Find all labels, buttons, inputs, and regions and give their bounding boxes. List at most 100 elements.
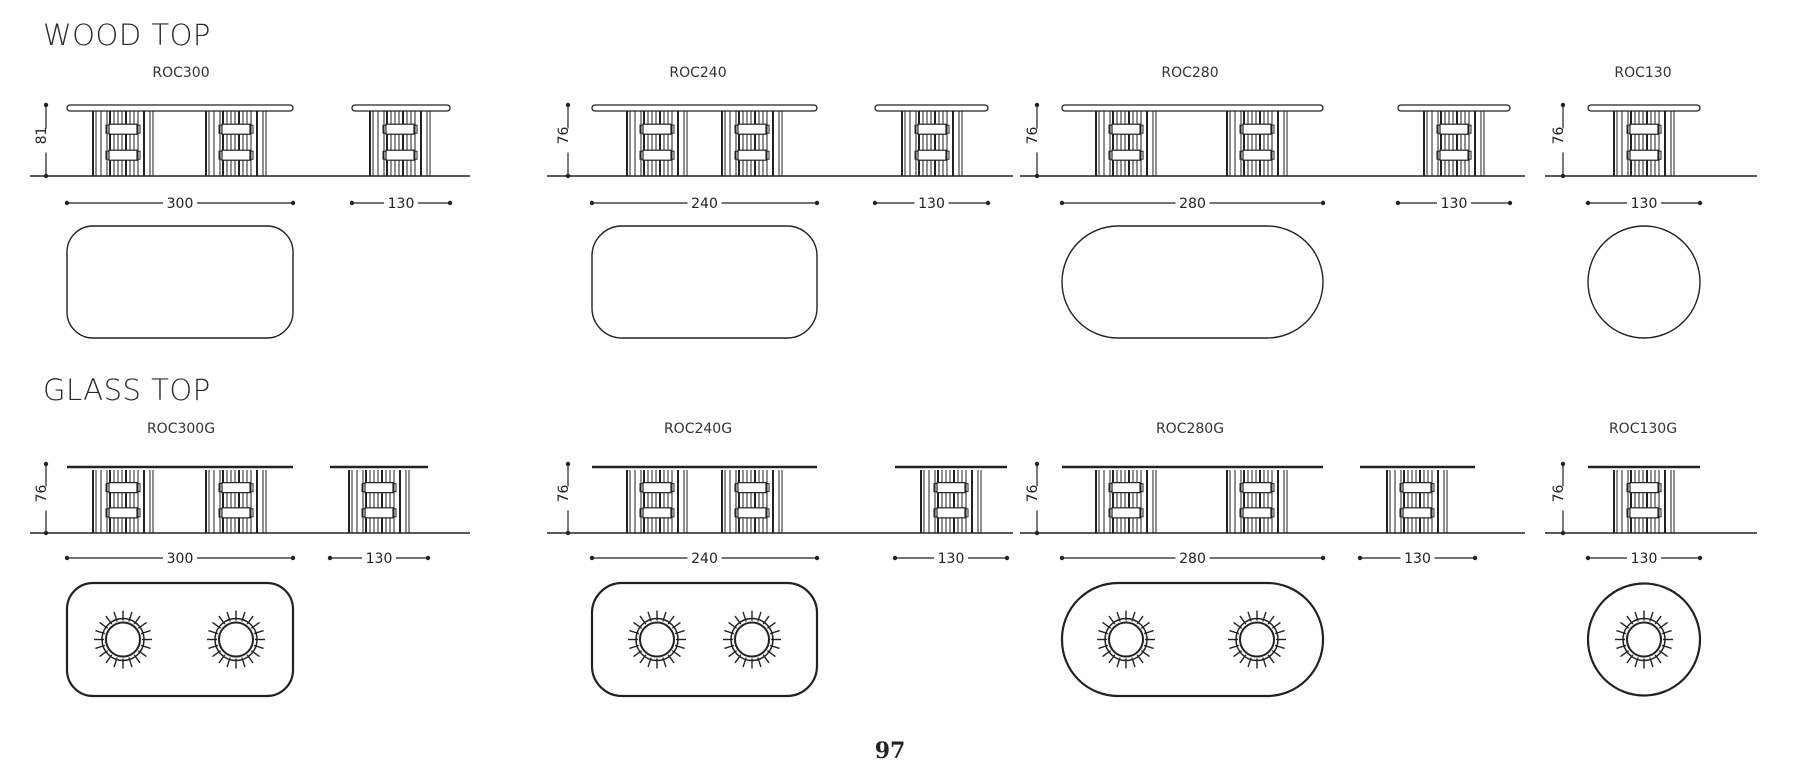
dimension-label: 130 xyxy=(918,196,945,212)
plan-view-round xyxy=(1586,582,1702,697)
pedestal-bracket xyxy=(642,507,672,519)
pedestal-bracket-end xyxy=(136,150,141,160)
model-code: ROC240 xyxy=(669,65,726,81)
base-spike xyxy=(633,650,643,658)
base-spike xyxy=(724,629,735,635)
pedestal-bracket xyxy=(108,123,138,135)
height-dimension: 76 xyxy=(1025,102,1046,179)
pedestal-bracket-end xyxy=(639,508,644,518)
dimension-label: 300 xyxy=(167,196,194,212)
pedestal-bracket xyxy=(1242,482,1272,494)
base-spike xyxy=(1102,621,1112,629)
dimension-label: 76 xyxy=(556,485,572,503)
width-dimension: 130 xyxy=(892,549,1010,567)
base-outer-ring xyxy=(1104,617,1148,662)
pedestal-bracket-end xyxy=(1239,483,1244,493)
pedestal-bracket-end xyxy=(361,483,366,493)
dimension-end-dot xyxy=(425,555,431,561)
dimension-label-gap xyxy=(1175,549,1210,567)
pedestal-bracket xyxy=(642,149,672,161)
base-spike xyxy=(1116,657,1121,668)
base-spike xyxy=(133,654,141,664)
pedestal-bracket-end xyxy=(249,508,254,518)
base-outer-ring xyxy=(214,617,258,662)
front-elevation xyxy=(67,465,293,533)
model-code: ROC280 xyxy=(1161,65,1218,81)
dimension-end-dot xyxy=(1507,200,1513,206)
front-elevation xyxy=(1062,465,1323,533)
width-dimension: 280 xyxy=(1059,194,1326,212)
base-spike xyxy=(246,654,254,664)
plan-view-rounded-rectangle xyxy=(590,581,819,698)
dimension-end-dot xyxy=(814,200,820,206)
section-title: GLASS TOP xyxy=(43,373,211,407)
base-spike xyxy=(629,644,640,650)
dimension-end-dot xyxy=(1560,461,1566,467)
base-spike xyxy=(128,657,133,668)
wood-tabletop xyxy=(1587,104,1701,112)
pedestal-bracket-end xyxy=(249,124,254,134)
dimension-end-dot xyxy=(290,200,296,206)
dimension-end-dot xyxy=(43,461,49,467)
pedestal-bracket xyxy=(1111,149,1141,161)
pedestal-bracket-end xyxy=(1626,124,1631,134)
pedestal-base xyxy=(348,470,410,533)
pedestal-bracket-end xyxy=(639,483,644,493)
width-dimension: 130 xyxy=(327,549,431,567)
base-spike xyxy=(724,644,735,650)
dimension-label: 130 xyxy=(366,551,393,567)
dimension-label-gap xyxy=(934,549,968,567)
pedestal-bracket-end xyxy=(136,124,141,134)
pedestal-bracket-end xyxy=(765,508,770,518)
pedestal-bracket xyxy=(1402,482,1432,494)
base-spike xyxy=(1658,621,1668,629)
pedestal-bracket xyxy=(221,482,251,494)
model-code: ROC240G xyxy=(664,421,732,437)
pedestal-bracket-end xyxy=(945,124,950,134)
dimension-end-dot xyxy=(565,461,571,467)
width-dimension: 240 xyxy=(589,194,820,212)
base-spike xyxy=(246,615,254,625)
width-dimension: 130 xyxy=(1395,194,1513,212)
pedestal-bracket xyxy=(1629,149,1659,161)
pedestal-bracket-end xyxy=(136,483,141,493)
tabletop-outline xyxy=(591,225,818,339)
height-dimension: 76 xyxy=(34,461,55,536)
base-spike xyxy=(671,621,681,629)
base-spike xyxy=(250,621,260,629)
base-spike xyxy=(1136,654,1144,664)
base-spike xyxy=(1262,611,1267,622)
pedestal-bracket-end xyxy=(382,124,387,134)
base-spike xyxy=(226,657,231,668)
model-code: ROC300G xyxy=(147,421,215,437)
plan-view-rounded-rectangle xyxy=(65,581,295,698)
dimension-label-gap xyxy=(1400,549,1435,567)
base-spike xyxy=(1108,654,1116,664)
dimension-label: 81 xyxy=(34,127,50,145)
dimension-label: 130 xyxy=(388,196,415,212)
base-spike xyxy=(208,644,219,650)
pedestal-base xyxy=(626,470,688,533)
base-plan-star-icon xyxy=(1097,610,1155,669)
base-spike xyxy=(1626,615,1634,625)
tabletop-outline xyxy=(66,225,294,339)
base-spike xyxy=(1131,611,1136,622)
base-spike xyxy=(769,644,780,650)
base-spike xyxy=(218,654,226,664)
page-number: 97 xyxy=(875,738,906,760)
pedestal-bracket-end xyxy=(1239,508,1244,518)
dimension-end-dot xyxy=(1697,200,1703,206)
base-spike xyxy=(113,657,118,668)
dimension-end-dot xyxy=(1560,102,1566,108)
base-spike xyxy=(1271,621,1281,629)
pedestal-bracket-end xyxy=(1139,124,1144,134)
pedestal-base xyxy=(1095,111,1157,176)
dimension-label-gap xyxy=(37,128,55,153)
base-outer-ring xyxy=(635,617,679,662)
base-spike xyxy=(1102,650,1112,658)
pedestal-bracket-end xyxy=(1108,150,1113,160)
pedestal-bracket xyxy=(108,507,138,519)
dimension-end-dot xyxy=(985,200,991,206)
dimension-end-dot xyxy=(1004,555,1010,561)
pedestal-bracket-end xyxy=(964,483,969,493)
